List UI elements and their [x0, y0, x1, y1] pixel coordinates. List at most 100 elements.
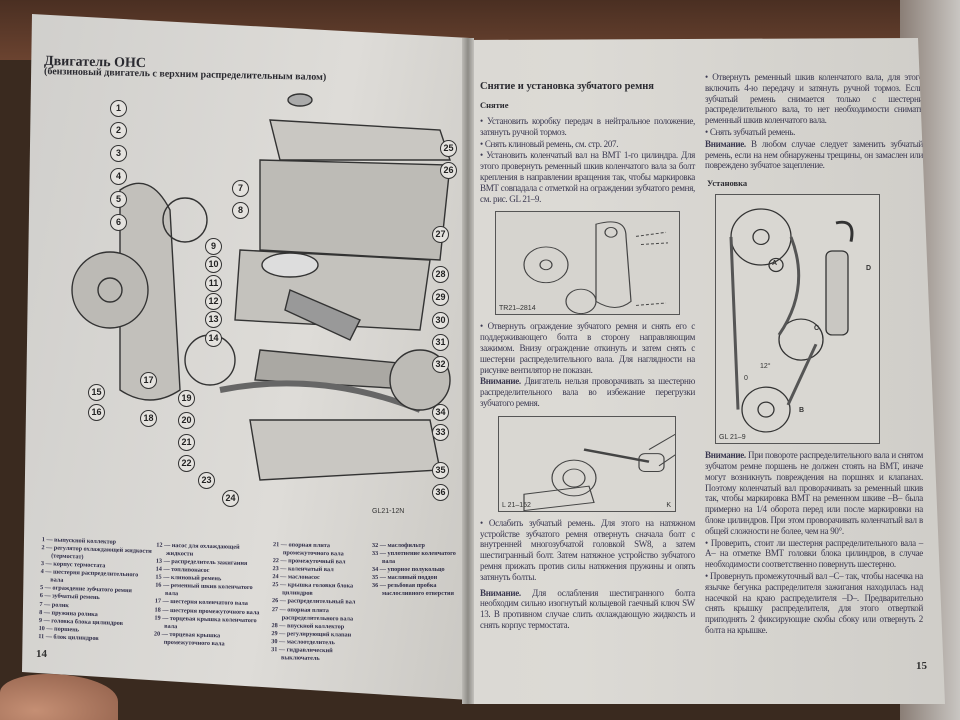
callout-number: 32: [432, 356, 449, 373]
callout-number: 28: [432, 266, 449, 283]
figure-timing-belt: A B C D 0 12° GL 21–9: [715, 194, 880, 445]
callout-number: 20: [178, 412, 195, 429]
section-title: Снятие и установка зубчатого ремня: [480, 81, 654, 92]
step: Снять зубчатый ремень.: [705, 127, 923, 138]
callout-number: 2: [110, 122, 127, 139]
legend-item: 20 — торцевая крышка промежуточного вала: [153, 630, 225, 648]
page-number: 15: [916, 660, 927, 672]
step: Снять клиновый ремень, см. стр. 207.: [480, 139, 695, 150]
callout-number: 3: [110, 145, 127, 162]
engine-exploded-diagram: [71, 93, 451, 481]
belt-guard-drawing: [523, 221, 669, 315]
warning-text: При повороте распределительного вала и с…: [705, 450, 923, 536]
figure-label: TR21–2814: [499, 305, 536, 313]
callout-number: 15: [88, 384, 105, 401]
callout-number: 29: [432, 289, 449, 306]
callout-number: 4: [110, 168, 127, 185]
warning: Внимание. При повороте распределительног…: [705, 450, 923, 536]
loosen-instructions: Ослабить зубчатый ремень. Для этого на н…: [480, 518, 695, 632]
book-gutter: [462, 38, 474, 704]
legend-item: 31 — гидравлический выключатель: [271, 645, 333, 662]
warning-text: В любом случае следует заменить зубчатый…: [705, 138, 923, 171]
warning: Внимание. Двигатель нельзя проворачивать…: [480, 376, 695, 408]
page-subtitle: (бензиновый двигатель с верхним распреде…: [43, 66, 327, 83]
legend-item: 27 — опорная плита распределительного ва…: [271, 605, 354, 623]
callout-number: 13: [205, 311, 222, 328]
callout-number: 18: [140, 410, 157, 427]
mark-12-deg: 12°: [760, 363, 771, 371]
step: Установить коробку передач в нейтральное…: [480, 116, 695, 138]
step: Провернуть промежуточный вал –С– так, чт…: [705, 571, 923, 636]
callout-number: 5: [110, 191, 127, 208]
callout-number: 24: [222, 490, 239, 507]
callout-number: 8: [232, 202, 249, 219]
install-instructions: Внимание. При повороте распределительног…: [705, 450, 923, 637]
callout-number: 12: [205, 293, 222, 310]
figure-label: GL 21–9: [719, 434, 746, 442]
figure-label: GL21-12N: [372, 508, 405, 515]
legend-item: 34 — упорное полукольцо: [372, 566, 445, 574]
callout-number: 34: [432, 404, 449, 421]
callout-number: 14: [205, 330, 222, 347]
callout-number: 9: [205, 238, 222, 255]
guard-instructions: Отвернуть ограждение зубчатого ремня и с…: [480, 321, 695, 409]
callout-number: 27: [432, 226, 449, 243]
callout-number: 11: [205, 275, 222, 292]
right-page-left-column: Снятие Установить коробку передач в нейт…: [480, 100, 695, 632]
callout-number: 22: [178, 455, 195, 472]
callout-number: 21: [178, 434, 195, 451]
callout-number: 36: [432, 484, 449, 501]
callout-number: 23: [198, 472, 215, 489]
right-page-right-column: Отвернуть ременный шкив коленчатого вала…: [705, 72, 923, 637]
callout-number: 1: [110, 100, 127, 117]
callout-number: 35: [432, 462, 449, 479]
warning-label: Внимание.: [480, 587, 521, 598]
warning-label: Внимание.: [705, 450, 746, 461]
callout-number: 19: [178, 390, 195, 407]
callout-number: 16: [88, 404, 105, 421]
legend-item: 33 — уплотнение коленчатого вала: [372, 550, 456, 566]
callout-number: 30: [432, 312, 449, 329]
legend-item: 32 — маслофильтр: [372, 542, 425, 549]
removal-steps: Установить коробку передач в нейтральное…: [480, 116, 695, 205]
callout-number: 33: [432, 424, 449, 441]
warning: Внимание. В любом случае следует заменит…: [705, 139, 923, 171]
warning-label: Внимание.: [480, 376, 521, 387]
mark-a: A: [772, 260, 778, 268]
mark-d: D: [866, 265, 872, 273]
legend-item: 21 — опорная плита промежуточного вала: [272, 541, 344, 558]
step: Отвернуть ограждение зубчатого ремня и с…: [480, 321, 695, 375]
warning-text: Для ослабления шестигранного болта необх…: [480, 587, 695, 630]
warning-text: Двигатель нельзя проворачивать за шестер…: [480, 376, 695, 408]
pulley-instructions: Отвернуть ременный шкив коленчатого вала…: [705, 72, 923, 172]
callout-number: 7: [232, 180, 249, 197]
step: Установить коленчатый вал на ВМТ 1-го ци…: [480, 150, 695, 204]
left-page: Двигатель ОНС (бензиновый двигатель с ве…: [22, 14, 470, 700]
warning: Внимание. Для ослабления шестигранного б…: [480, 588, 695, 631]
warning-label: Внимание.: [705, 138, 746, 149]
figure-tensioner: L 21–152 K: [498, 415, 676, 512]
mark-zero: 0: [744, 375, 748, 383]
step: Ослабить зубчатый ремень. Для этого на н…: [480, 518, 695, 583]
callout-number: 17: [140, 372, 157, 389]
step: Проверить, стоит ли шестерня распределит…: [705, 538, 923, 570]
page-number: 14: [36, 648, 47, 660]
figure-corner-mark: K: [666, 501, 671, 509]
mark-c: C: [814, 325, 820, 333]
legend-item: 35 — масляный поддон: [372, 574, 438, 582]
figure-label: L 21–152: [502, 501, 531, 509]
install-heading: Установка: [707, 178, 748, 189]
callout-number: 26: [440, 162, 457, 179]
legend-item: 25 — крышка головки блока цилиндров: [272, 581, 354, 598]
callout-number: 31: [432, 334, 449, 351]
callout-number: 10: [205, 256, 222, 273]
step: Отвернуть ременный шкив коленчатого вала…: [705, 72, 923, 126]
callout-number: 25: [440, 140, 457, 157]
hand: [0, 674, 118, 720]
mark-b: B: [799, 407, 805, 415]
